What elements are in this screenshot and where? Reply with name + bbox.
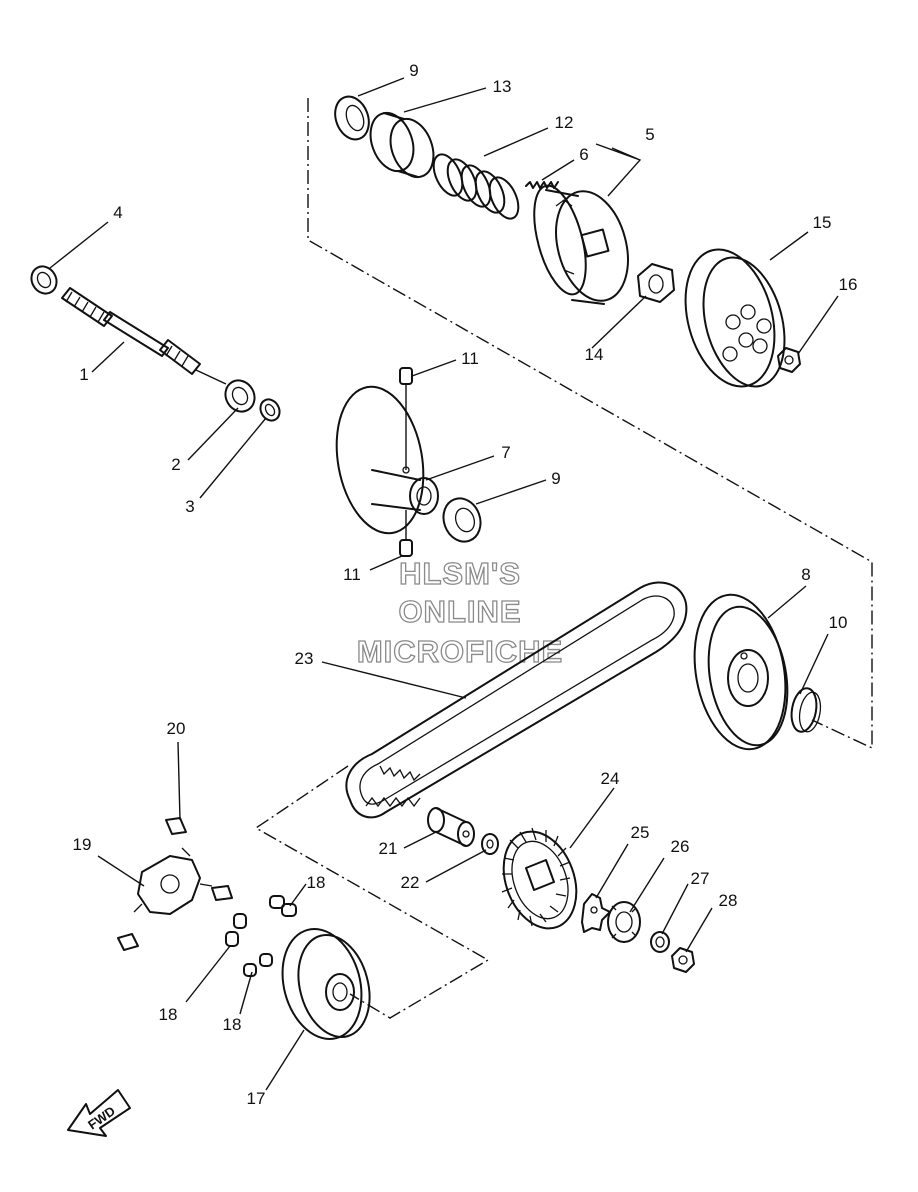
callout-27: 27 — [691, 869, 710, 888]
callout-13: 13 — [493, 77, 512, 96]
drive-shaft — [61, 287, 227, 385]
callout-18-right: 18 — [307, 873, 326, 892]
fwd-arrow-icon: FWD — [67, 1089, 131, 1137]
callout-15: 15 — [813, 213, 832, 232]
callout-labels: 4 1 2 3 9 13 12 6 5 15 16 14 11 7 9 11 8… — [73, 61, 858, 1108]
nut-14 — [637, 263, 675, 303]
watermark: HLSM'S ONLINE MICROFICHE — [356, 555, 563, 669]
leader-lines — [49, 77, 839, 1091]
callout-9-mid: 9 — [551, 469, 560, 488]
bearing-4 — [30, 265, 58, 295]
callout-14: 14 — [585, 345, 604, 364]
watermark-line-1: HLSM'S — [399, 556, 521, 591]
nut-28 — [671, 947, 695, 973]
sheave-8 — [693, 593, 789, 751]
secondary-sheave-7 — [335, 385, 439, 535]
ratchet-26 — [607, 901, 641, 943]
bearing-2 — [224, 379, 256, 413]
rivet-11-bottom — [399, 510, 413, 557]
slider-20-bottom — [117, 933, 139, 951]
assembly-outline-lower — [254, 765, 490, 1019]
spring-6 — [525, 181, 559, 189]
callout-20: 20 — [167, 719, 186, 738]
slider-20-top — [165, 817, 187, 835]
callout-21: 21 — [379, 839, 398, 858]
callout-16: 16 — [839, 275, 858, 294]
callout-2: 2 — [171, 455, 180, 474]
callout-5: 5 — [645, 125, 654, 144]
nut-16 — [777, 347, 801, 373]
oil-seal-9-mid — [442, 497, 482, 543]
callout-10: 10 — [829, 613, 848, 632]
v-belt-23 — [345, 581, 688, 819]
roller-18-a — [233, 913, 247, 929]
callout-3: 3 — [185, 497, 194, 516]
guide-13 — [369, 111, 435, 179]
callout-11-top: 11 — [461, 349, 479, 368]
callout-18-left: 18 — [159, 1005, 178, 1024]
roller-18-d — [243, 953, 273, 977]
callout-11-bottom: 11 — [343, 565, 361, 584]
oil-seal-3 — [259, 398, 281, 422]
washer-22 — [481, 833, 499, 855]
compression-spring-12 — [432, 153, 520, 220]
cooling-fan-24 — [501, 827, 578, 930]
callout-17: 17 — [247, 1089, 266, 1108]
slider-25 — [581, 893, 611, 933]
callout-28: 28 — [719, 891, 738, 910]
o-ring-10 — [790, 687, 822, 733]
callout-1: 1 — [79, 365, 88, 384]
callout-7: 7 — [501, 443, 510, 462]
callout-12: 12 — [555, 113, 574, 132]
slider-20-right — [211, 885, 233, 901]
sliding-sheave-17 — [281, 928, 371, 1040]
collar-21 — [427, 807, 475, 847]
callout-24: 24 — [601, 769, 620, 788]
callout-19: 19 — [73, 835, 92, 854]
callout-9-top: 9 — [409, 61, 418, 80]
callout-8: 8 — [801, 565, 810, 584]
callout-23: 23 — [295, 649, 314, 668]
callout-26: 26 — [671, 837, 690, 856]
watermark-line-2: ONLINE — [398, 594, 521, 629]
cam-19 — [133, 847, 213, 915]
clutch-housing-15 — [684, 248, 786, 388]
roller-18-b — [225, 931, 239, 947]
callout-18-bottom: 18 — [223, 1015, 242, 1034]
oil-seal-9-top — [334, 95, 370, 141]
washer-27 — [650, 931, 670, 953]
callout-4: 4 — [113, 203, 122, 222]
roller-18-c — [269, 895, 297, 917]
callout-6: 6 — [579, 145, 588, 164]
callout-25: 25 — [631, 823, 650, 842]
callout-22: 22 — [401, 873, 420, 892]
clutch-carrier-5 — [533, 184, 629, 305]
watermark-line-3: MICROFICHE — [357, 634, 563, 669]
